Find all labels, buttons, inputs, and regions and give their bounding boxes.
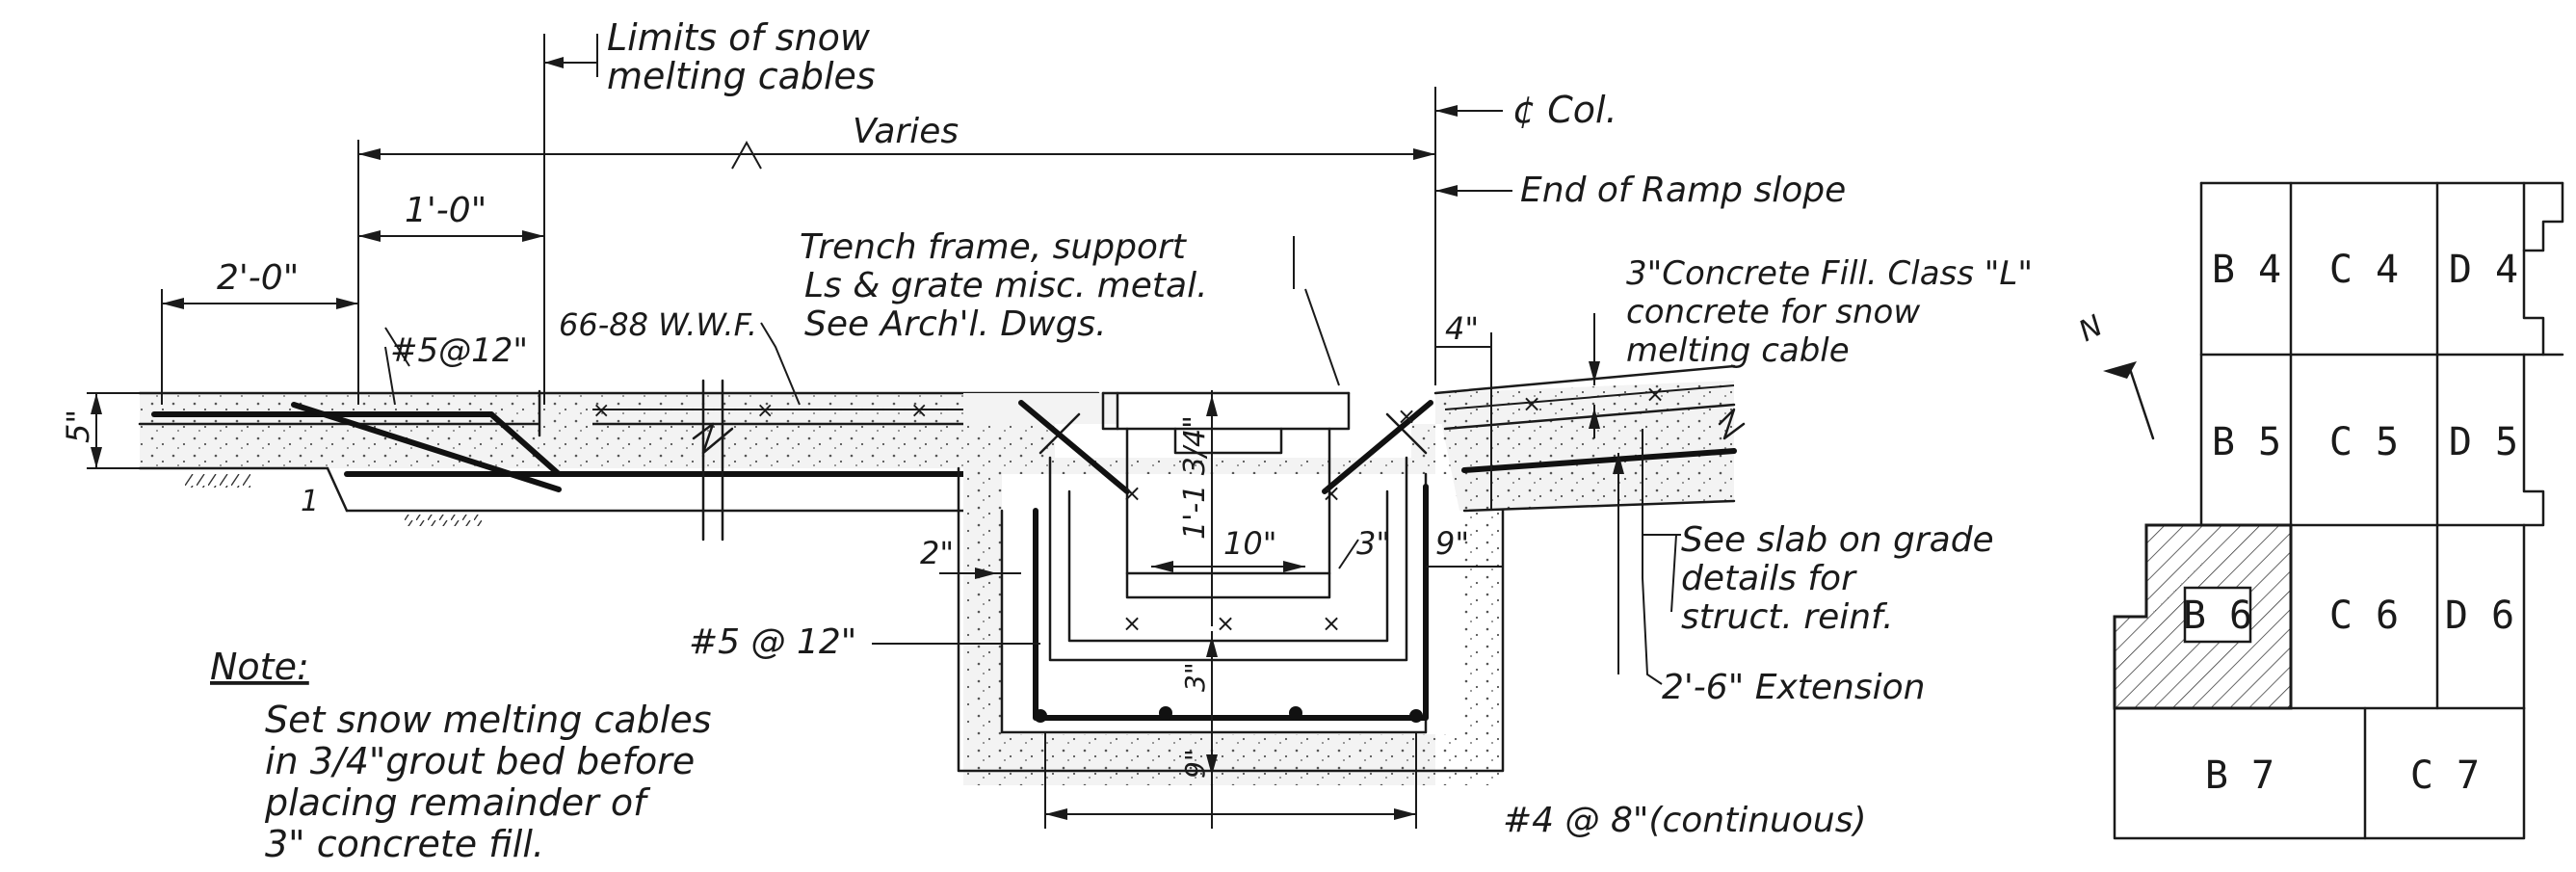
slope-mark: 1 bbox=[301, 485, 319, 518]
slab-note-2: details for bbox=[1681, 559, 1857, 598]
cell-c6: C 6 bbox=[2329, 594, 2399, 638]
svg-text:×: × bbox=[1122, 480, 1142, 507]
left-slab: × × × bbox=[138, 379, 1100, 542]
cell-d6: D 6 bbox=[2445, 594, 2514, 638]
limits-label-2: melting cables bbox=[607, 55, 876, 97]
varies-label: Varies bbox=[853, 112, 959, 151]
three-in-v-label: 3" bbox=[1179, 662, 1211, 692]
svg-text:×: × bbox=[1122, 610, 1142, 637]
two-ft-label: 2'-0" bbox=[217, 258, 299, 298]
cell-d4: D 4 bbox=[2449, 248, 2518, 292]
cell-b7: B 7 bbox=[2205, 753, 2274, 798]
trench-section: × × × × × × bbox=[957, 391, 1505, 785]
svg-text:×: × bbox=[1322, 480, 1341, 507]
wwf-label: 66-88 W.W.F. bbox=[559, 306, 757, 343]
note-line-3: placing remainder of bbox=[264, 781, 651, 824]
note-line-4: 3" concrete fill. bbox=[265, 823, 544, 865]
svg-text:×: × bbox=[1322, 610, 1341, 637]
note-line-2: in 3/4"grout bed before bbox=[265, 740, 695, 782]
trench-label-3: See Arch'l. Dwgs. bbox=[804, 304, 1107, 344]
col-label: ¢ Col. bbox=[1512, 89, 1617, 131]
fill-label-2: concrete for snow bbox=[1626, 293, 1920, 331]
svg-text:×: × bbox=[756, 399, 774, 423]
end-ramp-label: End of Ramp slope bbox=[1520, 171, 1846, 210]
key-plan: N B 4 C 4 D 4 B 5 C 5 D 5 B 6 C 6 D 6 bbox=[2073, 181, 2564, 840]
svg-text:×: × bbox=[1397, 403, 1416, 430]
two-in-label: 2" bbox=[920, 535, 954, 571]
nine-in-v-label: 9" bbox=[1179, 749, 1211, 779]
limits-label-1: Limits of snow bbox=[607, 16, 871, 59]
svg-text:×: × bbox=[1645, 381, 1665, 408]
four-in-label: 4" bbox=[1445, 310, 1479, 347]
right-slab: × × bbox=[1433, 364, 1746, 513]
svg-text:×: × bbox=[592, 399, 610, 423]
bar12-top-label: #5@12" bbox=[390, 331, 528, 370]
trench-label-2: Ls & grate misc. metal. bbox=[804, 266, 1208, 305]
svg-text:×: × bbox=[1216, 610, 1235, 637]
slab-note-1: See slab on grade bbox=[1681, 520, 1994, 560]
ten-in-label: 10" bbox=[1223, 525, 1276, 562]
cell-c5: C 5 bbox=[2329, 420, 2399, 464]
cell-c4: C 4 bbox=[2329, 248, 2399, 292]
trench-label-1: Trench frame, support bbox=[800, 227, 1188, 267]
note-block: Note: Set snow melting cables in 3/4"gro… bbox=[210, 646, 712, 865]
cell-c7: C 7 bbox=[2410, 753, 2480, 798]
svg-text:×: × bbox=[1522, 390, 1541, 417]
five-in-label: 5" bbox=[60, 410, 96, 443]
one-ft-label: 1'-0" bbox=[405, 191, 486, 230]
cell-b5: B 5 bbox=[2212, 420, 2281, 464]
bar12-side-label: #5 @ 12" bbox=[689, 622, 856, 662]
extension-label: 2'-6" Extension bbox=[1662, 668, 1925, 707]
depth-label: 1'-1 3/4" bbox=[1178, 415, 1212, 540]
bar8-label: #4 @ 8"(continuous) bbox=[1503, 801, 1867, 840]
three-in-label: 3" bbox=[1356, 525, 1390, 562]
cell-d5: D 5 bbox=[2449, 420, 2518, 464]
north-label: N bbox=[2073, 309, 2108, 349]
cell-b6: B 6 bbox=[2183, 594, 2252, 638]
fill-label-3: melting cable bbox=[1626, 331, 1850, 370]
note-heading: Note: bbox=[210, 646, 309, 688]
note-line-1: Set snow melting cables bbox=[265, 699, 712, 741]
slab-note-3: struct. reinf. bbox=[1681, 597, 1894, 637]
fill-label-1: 3"Concrete Fill. Class "L" bbox=[1626, 254, 2033, 293]
drawing-labels: Limits of snow melting cables ¢ Col. End… bbox=[60, 16, 2033, 840]
nine-in-label: 9" bbox=[1435, 525, 1469, 562]
cell-b4: B 4 bbox=[2212, 248, 2281, 292]
dimension-lines bbox=[87, 34, 1681, 829]
svg-text:×: × bbox=[910, 399, 928, 423]
